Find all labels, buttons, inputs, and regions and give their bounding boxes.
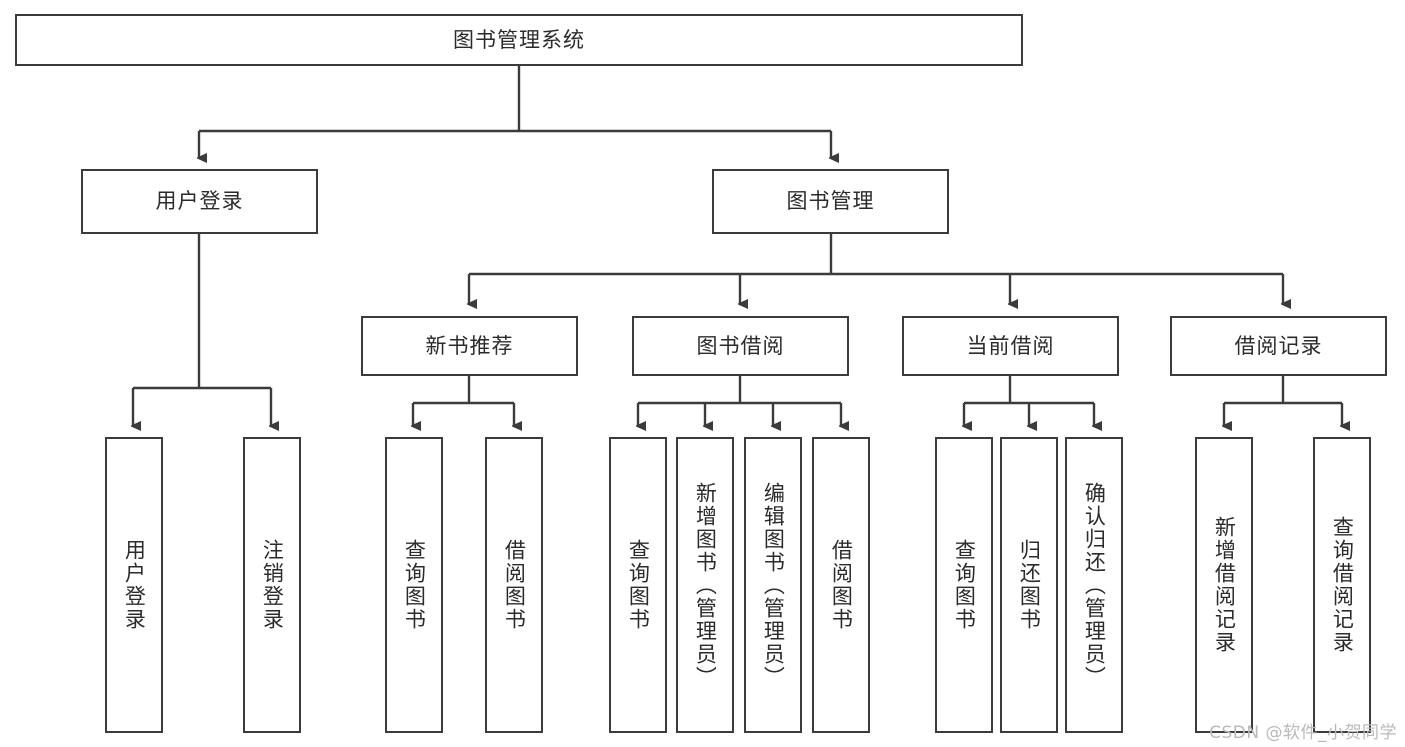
- leaf-new-books-query[interactable]: 查询图书: [385, 437, 443, 733]
- leaf-user-login-login[interactable]: 用户登录: [105, 437, 163, 733]
- node-book-management[interactable]: 图书管理: [712, 169, 949, 234]
- node-label: 确认归还（管理员）: [1082, 481, 1107, 689]
- node-label: 用户登录: [122, 539, 147, 631]
- leaf-book-borrow-query[interactable]: 查询图书: [609, 437, 667, 733]
- node-label: 查询图书: [952, 539, 977, 631]
- node-label: 新增图书（管理员）: [693, 481, 718, 689]
- node-label: 查询借阅记录: [1330, 516, 1355, 654]
- node-user-login[interactable]: 用户登录: [81, 169, 318, 234]
- node-book-borrow[interactable]: 图书借阅: [632, 316, 849, 376]
- node-label: 用户登录: [155, 189, 244, 213]
- node-label: 图书管理: [786, 189, 875, 213]
- node-root-system[interactable]: 图书管理系统: [15, 14, 1023, 66]
- leaf-current-borrow-query[interactable]: 查询图书: [935, 437, 993, 733]
- watermark-text: CSDN @软件_小贺同学: [1209, 723, 1397, 743]
- node-current-borrow[interactable]: 当前借阅: [902, 316, 1119, 376]
- node-borrow-records[interactable]: 借阅记录: [1170, 316, 1387, 376]
- leaf-book-borrow-add[interactable]: 新增图书（管理员）: [676, 437, 734, 733]
- node-label: 编辑图书（管理员）: [761, 481, 786, 689]
- node-label: 借阅记录: [1234, 333, 1323, 358]
- node-label: 新增借阅记录: [1212, 516, 1237, 654]
- node-label: 查询图书: [402, 539, 427, 631]
- leaf-current-borrow-return[interactable]: 归还图书: [1000, 437, 1058, 733]
- node-label: 当前借阅: [966, 333, 1055, 358]
- node-label: 注销登录: [260, 539, 285, 631]
- node-label: 归还图书: [1017, 539, 1042, 631]
- node-label: 查询图书: [626, 539, 651, 631]
- node-label: 图书借阅: [696, 333, 785, 358]
- node-label: 图书管理系统: [453, 27, 585, 52]
- node-label: 借阅图书: [829, 539, 854, 631]
- node-label: 新书推荐: [425, 333, 514, 358]
- leaf-new-books-borrow[interactable]: 借阅图书: [485, 437, 543, 733]
- node-label: 借阅图书: [502, 539, 527, 631]
- leaf-borrow-records-query[interactable]: 查询借阅记录: [1313, 437, 1371, 733]
- leaf-book-borrow-borrow[interactable]: 借阅图书: [812, 437, 870, 733]
- leaf-borrow-records-add[interactable]: 新增借阅记录: [1195, 437, 1253, 733]
- node-new-book-recommend[interactable]: 新书推荐: [361, 316, 578, 376]
- leaf-book-borrow-edit[interactable]: 编辑图书（管理员）: [744, 437, 802, 733]
- leaf-user-login-logout[interactable]: 注销登录: [243, 437, 301, 733]
- leaf-current-borrow-confirm-return[interactable]: 确认归还（管理员）: [1065, 437, 1123, 733]
